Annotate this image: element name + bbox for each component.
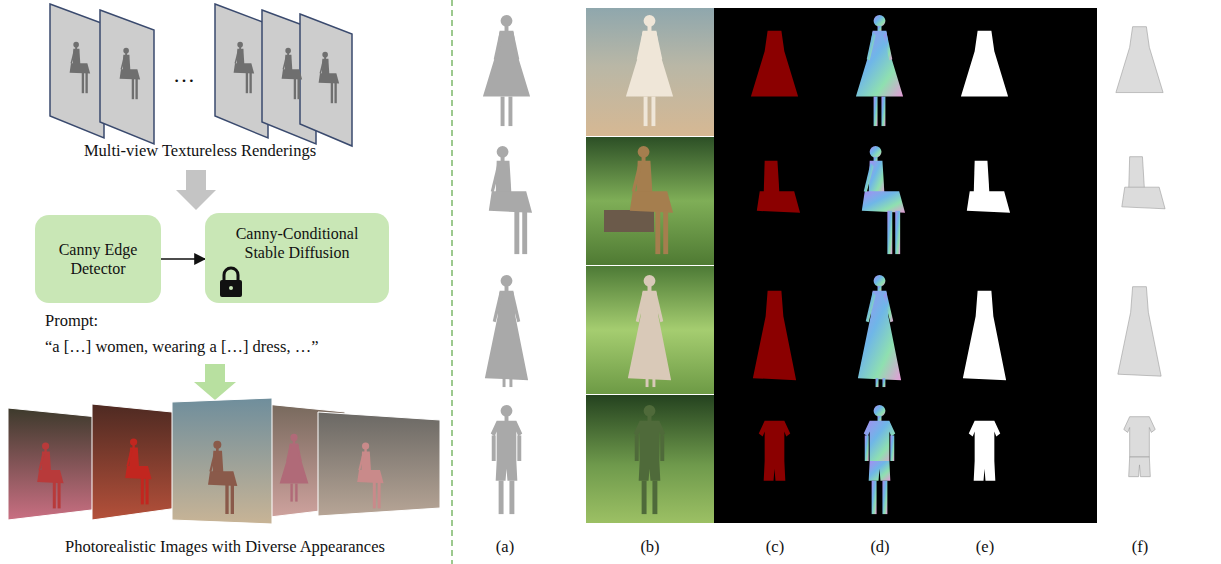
panel-letter: (a)	[496, 537, 514, 557]
image-caption: Multi-view Textureless Renderings	[84, 141, 316, 161]
panel-letter: (c)	[766, 537, 784, 557]
panel-letter: (e)	[976, 537, 994, 557]
prompt-label: Prompt:	[45, 311, 98, 331]
image-caption: Photorealistic Images with Diverse Appea…	[65, 537, 385, 557]
process-box: Canny Edge Detector	[35, 215, 161, 303]
connector-arrow	[161, 258, 205, 260]
panel-letter: (f)	[1132, 537, 1148, 557]
process-box: Canny-Conditional Stable Diffusion	[205, 213, 389, 303]
panel-letter: (d)	[870, 537, 889, 557]
prompt-text: “a […] women, wearing a […] dress, …”	[45, 337, 319, 357]
box-text: Canny Edge Detector	[45, 240, 151, 278]
ellipsis: …	[173, 62, 195, 88]
panel-letter: (b)	[640, 537, 659, 557]
box-text: Canny-Conditional Stable Diffusion	[215, 224, 379, 262]
